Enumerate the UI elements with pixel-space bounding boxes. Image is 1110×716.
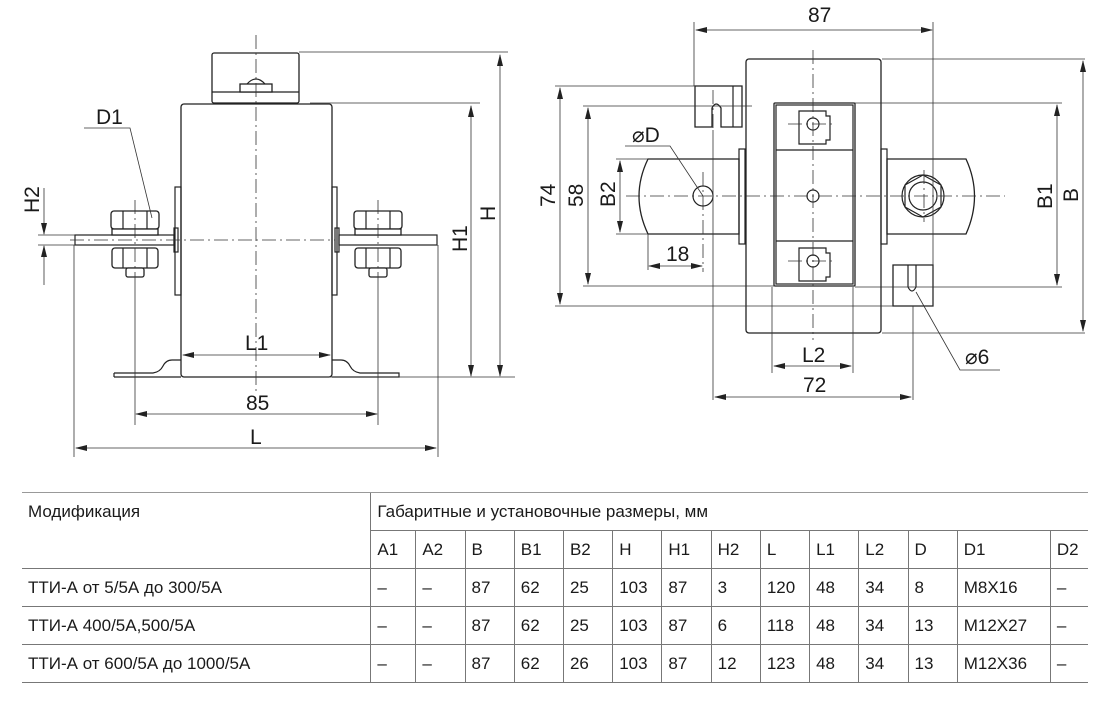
label-L1: L1: [245, 332, 268, 355]
cell: 118: [759, 606, 810, 645]
cell: 13: [907, 606, 958, 645]
cell: 26: [562, 644, 613, 683]
busbar-right: [886, 158, 976, 235]
cell: 87: [661, 606, 712, 645]
table-container: Модификация Габаритные и установочные ра…: [0, 480, 1088, 683]
cell: 6: [710, 606, 761, 645]
cell: M12X27: [956, 606, 1051, 645]
cell: –: [1049, 644, 1088, 683]
label-87: 87: [808, 4, 831, 27]
cell: 123: [759, 644, 810, 683]
header-cell: B1: [513, 530, 564, 569]
cell: 12: [710, 644, 761, 683]
terminal-box: [211, 52, 300, 104]
cell: –: [1049, 606, 1088, 645]
cell: 34: [858, 568, 908, 607]
label-18: 18: [666, 243, 689, 266]
label-L2: L2: [802, 344, 825, 367]
label-phi-D: ⌀D: [632, 124, 660, 147]
cell: 87: [661, 644, 712, 683]
cell: 3: [710, 568, 761, 607]
header-cell: L1: [809, 530, 859, 569]
cell: 48: [809, 606, 859, 645]
label-L: L: [250, 426, 262, 449]
label-85: 85: [246, 392, 269, 415]
cell: 62: [513, 606, 564, 645]
cell: M8X16: [956, 568, 1051, 607]
cell: 25: [562, 568, 613, 607]
label-72: 72: [803, 374, 826, 397]
label-H1: H1: [449, 225, 472, 252]
header-cell: L: [759, 530, 810, 569]
header-cell: B: [464, 530, 515, 569]
busbar-left: [638, 158, 740, 235]
page: D1 H2 H1 H L1 85 L: [0, 4, 1088, 683]
header-cell: A2: [415, 530, 466, 569]
cell: –: [370, 568, 416, 607]
label-58: 58: [565, 184, 588, 207]
mounting-lug-left: [694, 85, 743, 128]
cell: 48: [809, 568, 859, 607]
cell: –: [370, 606, 416, 645]
cell: 62: [513, 644, 564, 683]
header-cell: H1: [661, 530, 712, 569]
cell: 62: [513, 568, 564, 607]
header-cell: D1: [956, 530, 1051, 569]
table-row: ТТИ-А 400/5А,500/5А – – 87 62 25 103 87 …: [22, 606, 1088, 645]
label-B2: B2: [597, 181, 620, 207]
header-cell: D: [907, 530, 958, 569]
cell: 13: [907, 644, 958, 683]
header-cell: A1: [370, 530, 416, 569]
front-view: D1 H2 H1 H L1 85 L: [21, 35, 515, 457]
cell: 103: [612, 606, 662, 645]
dimensions-table: Модификация Габаритные и установочные ра…: [22, 492, 1088, 683]
row-name: ТТИ-А 400/5А,500/5А: [22, 606, 371, 645]
cell: 87: [464, 606, 515, 645]
header-dimensions-group: Габаритные и установочные размеры, мм: [370, 492, 1088, 531]
header-cell: B2: [562, 530, 613, 569]
cell: –: [415, 606, 466, 645]
cell: 103: [612, 644, 662, 683]
header-cell: L2: [858, 530, 908, 569]
cell: –: [415, 644, 466, 683]
terminal-block: [773, 102, 856, 287]
label-B: B: [1060, 188, 1083, 202]
label-H: H: [477, 206, 500, 221]
header-modification: Модификация: [22, 492, 371, 569]
cell: –: [415, 568, 466, 607]
label-H2: H2: [21, 186, 44, 213]
cell: 34: [858, 644, 908, 683]
cell: 87: [661, 568, 712, 607]
table-row: ТТИ-А от 5/5А до 300/5А – – 87 62 25 103…: [22, 568, 1088, 607]
header-cell: H: [612, 530, 662, 569]
mounting-lug-right: [892, 264, 934, 307]
label-D1: D1: [96, 106, 123, 129]
cell: 34: [858, 606, 908, 645]
cell: 120: [759, 568, 810, 607]
header-cell: D2: [1049, 530, 1088, 569]
technical-drawing: D1 H2 H1 H L1 85 L: [21, 4, 1086, 457]
top-view: 87 74 58 B2 ⌀D 18 B1 B L2 72 ⌀6: [537, 4, 1086, 400]
row-name: ТТИ-А от 5/5А до 300/5А: [22, 568, 371, 607]
cell: 25: [562, 606, 613, 645]
cell: 87: [464, 644, 515, 683]
cell: 87: [464, 568, 515, 607]
table-row: ТТИ-А от 600/5А до 1000/5А – – 87 62 26 …: [22, 644, 1088, 683]
cell: M12X36: [956, 644, 1051, 683]
label-phi-6: ⌀6: [965, 346, 989, 369]
cell: 8: [907, 568, 958, 607]
header-cell: H2: [710, 530, 761, 569]
label-B1: B1: [1034, 183, 1057, 209]
cell: –: [1049, 568, 1088, 607]
cell: 103: [612, 568, 662, 607]
label-74: 74: [537, 183, 560, 207]
row-name: ТТИ-А от 600/5А до 1000/5А: [22, 644, 371, 683]
cell: 48: [809, 644, 859, 683]
cell: –: [370, 644, 416, 683]
